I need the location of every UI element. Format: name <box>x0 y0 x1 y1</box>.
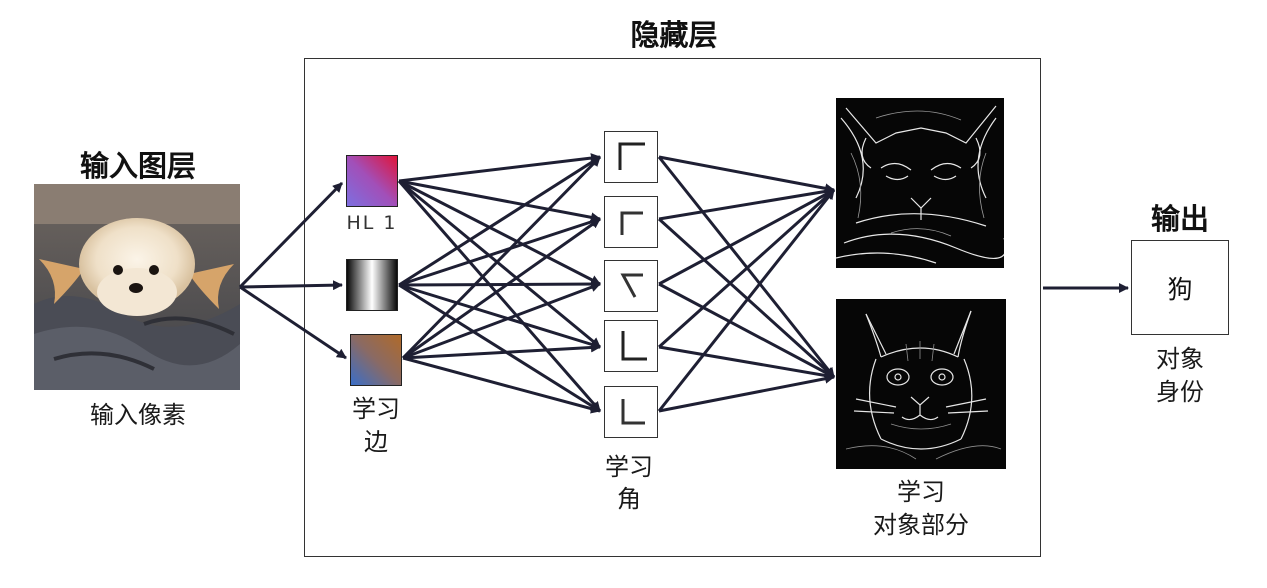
object-parts-map-1 <box>836 98 1004 268</box>
arrow-edge-3-to-corner-2 <box>402 217 601 360</box>
arrow-edge-3-to-corner-5 <box>402 356 601 414</box>
hl1-label: HL 1 <box>346 212 398 234</box>
arrow-input-to-edge-1 <box>238 181 344 289</box>
arrow-edge-2-to-corner-5 <box>398 283 601 413</box>
arrow-corner-2-to-part-2 <box>657 217 836 379</box>
arrow-input-to-edge-3 <box>239 285 347 360</box>
corner-filter-2 <box>604 196 658 248</box>
arrow-corner-3-to-part-1 <box>658 188 835 286</box>
input-pixels-caption: 输入像素 <box>90 401 186 429</box>
corners-caption-line2: 角 <box>617 485 641 513</box>
edges-caption-line2: 边 <box>364 428 388 456</box>
corner-filter-1 <box>604 131 658 183</box>
arrow-edge-2-to-corner-3 <box>398 279 601 290</box>
corner-filter-3 <box>604 260 658 312</box>
edges-caption-line1: 学习 <box>352 395 400 423</box>
arrow-corner-3-to-part-2 <box>658 282 835 379</box>
edge-filter-3 <box>350 334 402 386</box>
arrow-edge-1-to-corner-2 <box>398 179 601 223</box>
arrow-corner-4-to-part-2 <box>658 345 835 381</box>
arrow-corner-5-to-part-2 <box>658 373 835 413</box>
output-caption-line1: 对象 <box>1156 345 1204 373</box>
hidden-layer-title: 隐藏层 <box>630 18 718 52</box>
arrow-edge-1-to-corner-3 <box>398 179 601 286</box>
arrow-corner-5-to-part-1 <box>657 189 836 412</box>
arrow-edge-3-to-corner-1 <box>401 155 602 360</box>
parts-caption-line2: 对象部分 <box>873 511 969 539</box>
corner-filter-4 <box>604 320 658 372</box>
arrow-edge-2-to-corner-2 <box>398 217 601 287</box>
parts-caption-line1: 学习 <box>897 478 945 506</box>
arrow-corner-2-to-part-1 <box>658 186 835 221</box>
hidden-layer-frame <box>304 58 1041 557</box>
arrow-input-to-edge-2 <box>239 280 343 291</box>
output-title: 输出 <box>1150 202 1209 236</box>
input-layer-title: 输入图层 <box>79 149 196 183</box>
object-parts-map-2 <box>836 299 1006 469</box>
arrow-corner-4-to-part-1 <box>657 188 836 349</box>
corners-caption-line1: 学习 <box>605 453 653 481</box>
output-caption-line2: 身份 <box>1156 378 1204 406</box>
dog-photo-image <box>34 184 240 390</box>
arrow-corner-1-to-part-1 <box>658 155 835 194</box>
arrow-edge-1-to-corner-1 <box>398 153 601 183</box>
arrow-edge-1-to-corner-4 <box>398 179 601 349</box>
edge-filter-2 <box>346 259 398 311</box>
output-value: 狗 <box>1167 274 1193 304</box>
arrow-edge-3-to-corner-4 <box>402 342 601 360</box>
arrow-edge-3-to-corner-3 <box>402 282 601 360</box>
arrow-edge-1-to-corner-5 <box>397 180 602 412</box>
edge-filter-1 <box>346 155 398 207</box>
arrow-edge-2-to-corner-4 <box>398 283 601 350</box>
output-box: 狗 <box>1131 240 1229 335</box>
arrow-edge-2-to-corner-1 <box>398 155 601 287</box>
corner-filter-5 <box>604 386 658 438</box>
